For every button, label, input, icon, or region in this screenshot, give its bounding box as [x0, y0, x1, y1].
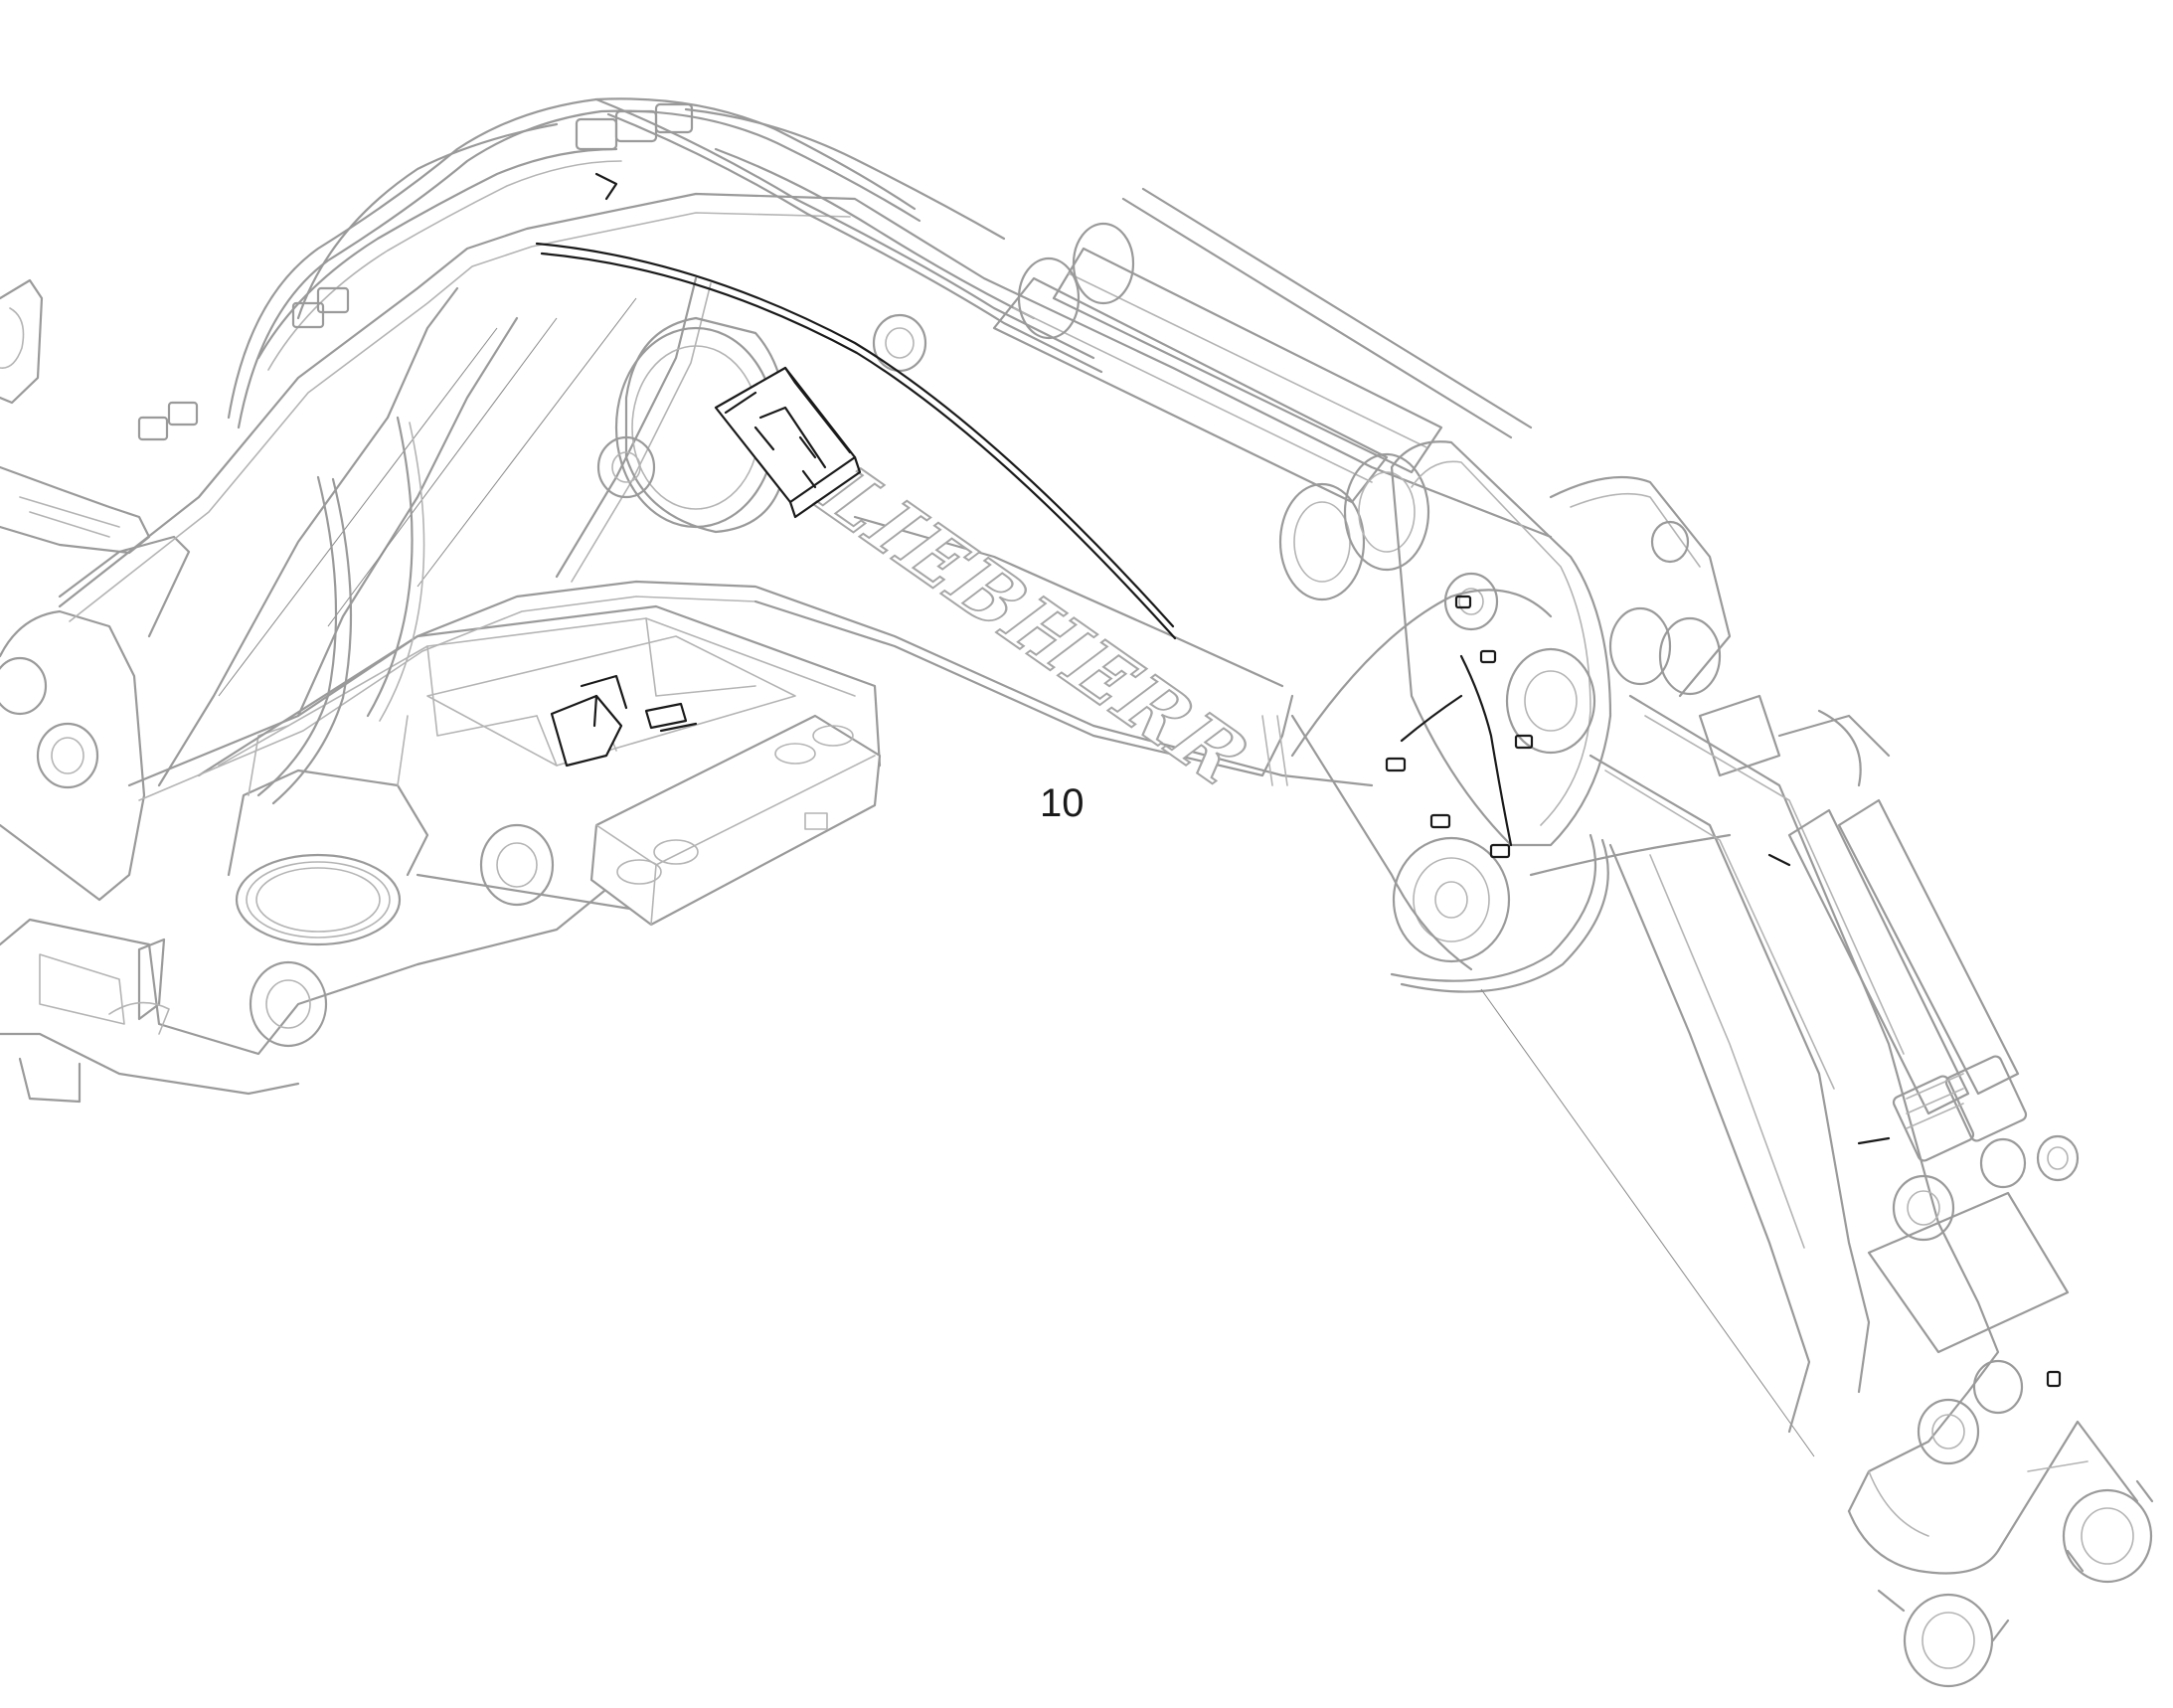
highlighted-box-component: [714, 366, 862, 519]
undercarriage-frame: [0, 604, 882, 1104]
boom-head-knuckle: [1290, 440, 1891, 993]
main-boom: [58, 192, 1553, 801]
callout-number: 10: [1040, 781, 1085, 825]
hose-clamps: [1385, 595, 1534, 859]
stick-arm: [1588, 694, 2154, 1688]
stick-details: [1767, 853, 2062, 1388]
stick-cylinders: [992, 187, 1533, 601]
boom-foot: [0, 535, 191, 902]
cylinder-pivot-disc: [596, 313, 927, 534]
leader-line: [1480, 988, 1815, 1457]
highlighted-bracket: [550, 674, 698, 768]
left-fragment: [0, 278, 151, 555]
cable-run: [535, 172, 1177, 640]
hydraulic-hoses: [137, 97, 1103, 805]
